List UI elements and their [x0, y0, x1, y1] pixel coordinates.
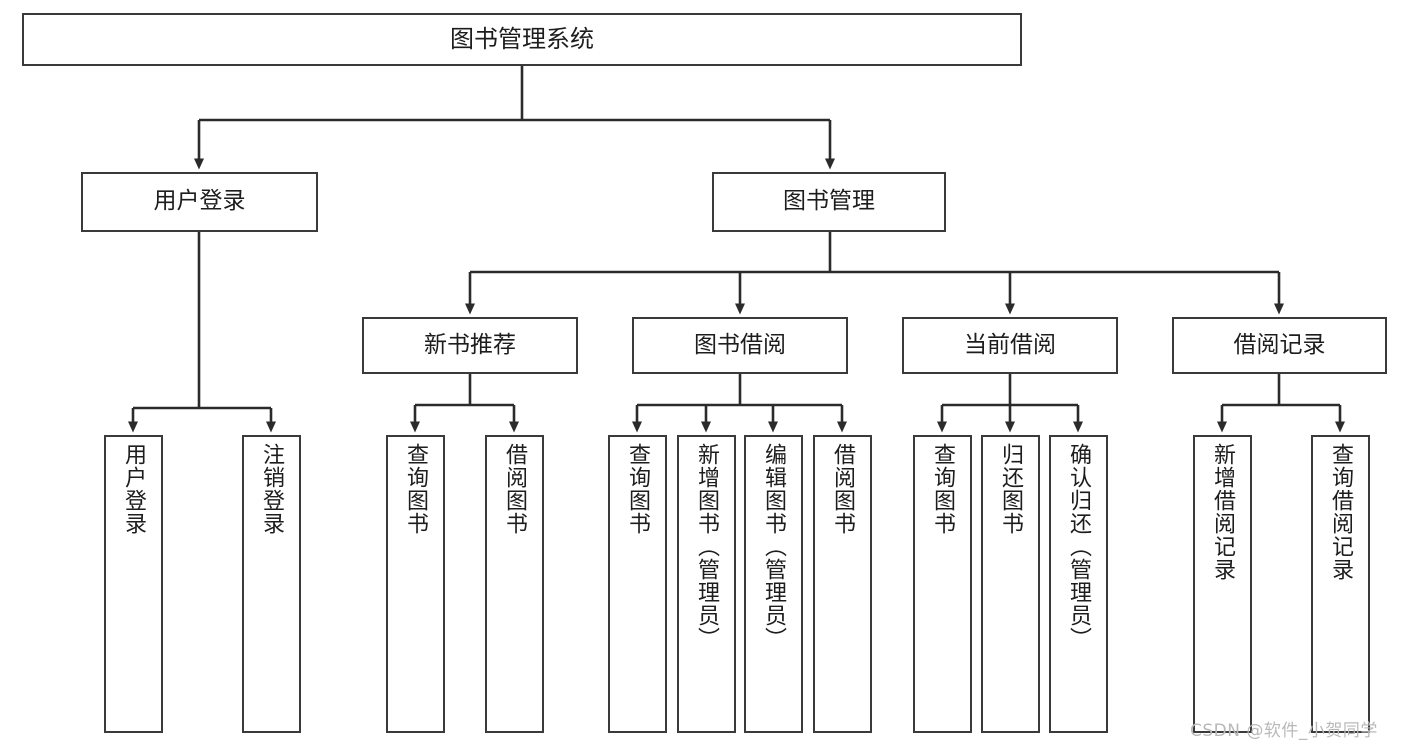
node-label: 新增图书（管理员） [694, 443, 720, 650]
node-label: 注销登录 [259, 443, 285, 535]
node-leaf-return-books[interactable]: 归还图书 [981, 435, 1040, 733]
node-label: 归还图书 [998, 443, 1024, 535]
node-label: 查询图书 [930, 443, 956, 535]
node-user-login[interactable]: 用户登录 [81, 172, 318, 232]
node-leaf-confirm-return-admin[interactable]: 确认归还（管理员） [1049, 435, 1108, 733]
node-root-book-management-system[interactable]: 图书管理系统 [22, 13, 1022, 66]
node-label: 借阅记录 [1233, 331, 1326, 358]
node-leaf-user-login[interactable]: 用户登录 [104, 435, 163, 733]
node-label: 查询借阅记录 [1328, 443, 1354, 581]
node-leaf-add-borrow-record[interactable]: 新增借阅记录 [1193, 435, 1252, 733]
node-label: 借阅图书 [830, 443, 856, 535]
node-label: 确认归还（管理员） [1066, 443, 1092, 650]
node-leaf-borrow-books-new[interactable]: 借阅图书 [485, 435, 544, 733]
node-label: 新书推荐 [424, 331, 516, 358]
node-leaf-borrow-books-borrow[interactable]: 借阅图书 [813, 435, 872, 733]
node-new-book-recommendation[interactable]: 新书推荐 [362, 317, 578, 374]
node-label: 借阅图书 [502, 443, 528, 535]
node-borrowing-records[interactable]: 借阅记录 [1172, 317, 1387, 374]
node-label: 图书管理系统 [450, 25, 594, 54]
node-book-management[interactable]: 图书管理 [712, 172, 946, 232]
node-leaf-query-books-new[interactable]: 查询图书 [386, 435, 445, 733]
node-leaf-logout[interactable]: 注销登录 [242, 435, 301, 733]
node-label: 用户登录 [153, 188, 246, 215]
node-label: 新增借阅记录 [1210, 443, 1236, 581]
node-leaf-query-borrow-record[interactable]: 查询借阅记录 [1311, 435, 1370, 733]
node-book-borrowing[interactable]: 图书借阅 [632, 317, 848, 374]
node-current-borrowing[interactable]: 当前借阅 [902, 317, 1118, 374]
node-leaf-query-books-current[interactable]: 查询图书 [913, 435, 972, 733]
node-label: 当前借阅 [964, 331, 1056, 358]
watermark-csdn: CSDN @软件_小贺同学 [1190, 721, 1378, 741]
node-label: 图书借阅 [694, 331, 786, 358]
node-label: 查询图书 [625, 443, 651, 535]
node-leaf-edit-book-admin[interactable]: 编辑图书（管理员） [744, 435, 803, 733]
node-label: 图书管理 [783, 188, 875, 215]
node-leaf-add-book-admin[interactable]: 新增图书（管理员） [677, 435, 736, 733]
node-leaf-query-books-borrow[interactable]: 查询图书 [608, 435, 667, 733]
node-label: 查询图书 [403, 443, 429, 535]
node-label: 用户登录 [121, 443, 147, 535]
node-label: 编辑图书（管理员） [761, 443, 787, 650]
